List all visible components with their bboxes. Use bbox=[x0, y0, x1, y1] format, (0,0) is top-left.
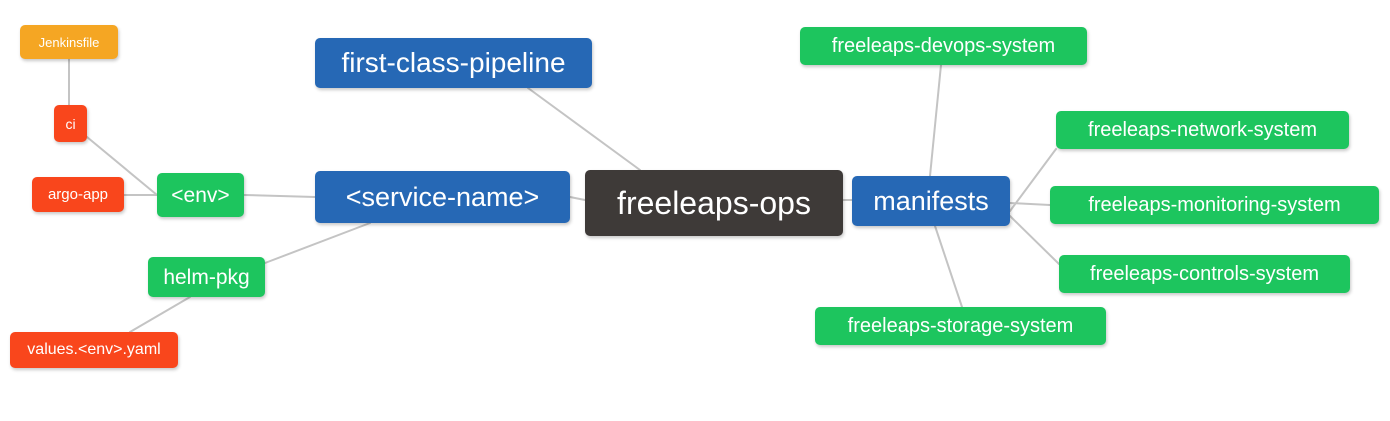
edge-values-yaml-to-helm-pkg bbox=[129, 296, 191, 333]
edge-manifests-to-freeleaps-storage-system bbox=[934, 225, 963, 308]
node-label-service-name: <service-name> bbox=[345, 181, 540, 212]
node-label-helm-pkg: helm-pkg bbox=[163, 265, 250, 289]
node-label-argo-app: argo-app bbox=[47, 186, 109, 203]
edge-manifests-to-freeleaps-devops-system bbox=[929, 64, 942, 177]
edge-helm-pkg-to-service-name bbox=[264, 222, 371, 264]
node-first-class-pipeline[interactable]: first-class-pipeline bbox=[315, 38, 592, 88]
node-values-yaml[interactable]: values.<env>.yaml bbox=[10, 332, 178, 368]
edge-service-name-to-freeleaps-ops bbox=[569, 196, 586, 201]
node-service-name[interactable]: <service-name> bbox=[315, 171, 570, 223]
node-helm-pkg[interactable]: helm-pkg bbox=[148, 257, 265, 297]
node-freeleaps-storage-system[interactable]: freeleaps-storage-system bbox=[815, 307, 1106, 345]
edge-first-class-pipeline-to-freeleaps-ops bbox=[527, 87, 641, 171]
node-freeleaps-monitoring-system[interactable]: freeleaps-monitoring-system bbox=[1050, 186, 1379, 224]
node-label-env: <env> bbox=[171, 183, 230, 207]
node-label-jenkinsfile: Jenkinsfile bbox=[38, 34, 100, 50]
node-freeleaps-controls-system[interactable]: freeleaps-controls-system bbox=[1059, 255, 1350, 293]
node-label-freeleaps-storage-system: freeleaps-storage-system bbox=[847, 315, 1074, 337]
node-freeleaps-devops-system[interactable]: freeleaps-devops-system bbox=[800, 27, 1087, 65]
node-label-freeleaps-controls-system: freeleaps-controls-system bbox=[1090, 263, 1319, 285]
node-argo-app[interactable]: argo-app bbox=[32, 177, 124, 212]
node-label-ci: ci bbox=[65, 115, 76, 132]
node-label-freeleaps-devops-system: freeleaps-devops-system bbox=[831, 35, 1056, 57]
node-label-values-yaml: values.<env>.yaml bbox=[27, 341, 161, 358]
node-manifests[interactable]: manifests bbox=[852, 176, 1010, 226]
node-env[interactable]: <env> bbox=[157, 173, 244, 217]
node-freeleaps-network-system[interactable]: freeleaps-network-system bbox=[1056, 111, 1349, 149]
node-label-freeleaps-network-system: freeleaps-network-system bbox=[1088, 119, 1317, 141]
node-label-freeleaps-monitoring-system: freeleaps-monitoring-system bbox=[1088, 194, 1341, 216]
node-label-manifests: manifests bbox=[873, 185, 989, 216]
node-label-first-class-pipeline: first-class-pipeline bbox=[341, 47, 566, 78]
edge-manifests-to-freeleaps-monitoring-system bbox=[1009, 202, 1051, 206]
node-jenkinsfile[interactable]: Jenkinsfile bbox=[20, 25, 118, 59]
node-label-freeleaps-ops: freeleaps-ops bbox=[617, 185, 811, 221]
node-ci[interactable]: ci bbox=[54, 105, 87, 142]
node-freeleaps-ops[interactable]: freeleaps-ops bbox=[585, 170, 843, 236]
edge-env-to-service-name bbox=[243, 194, 316, 198]
